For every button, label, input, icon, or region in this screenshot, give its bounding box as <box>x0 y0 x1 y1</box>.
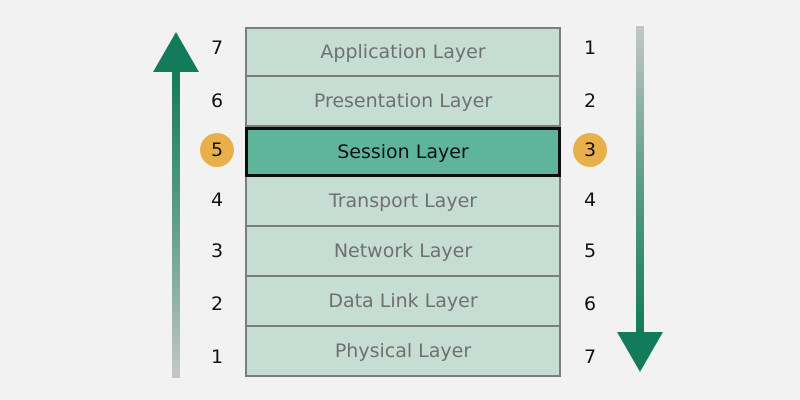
layer-network-layer: Network Layer <box>245 227 561 277</box>
right-number-badge: 3 <box>573 133 607 167</box>
right-number: 7 <box>583 346 597 368</box>
right-number: 1 <box>583 37 597 59</box>
right-number: 5 <box>583 240 597 262</box>
right-number: 2 <box>583 90 597 112</box>
left-number: 1 <box>210 346 224 368</box>
arrow-down-icon <box>617 26 663 372</box>
right-number: 6 <box>583 293 597 315</box>
left-number: 7 <box>210 37 224 59</box>
layer-session-layer: Session Layer <box>245 127 561 177</box>
right-number: 4 <box>583 189 597 211</box>
layer-transport-layer: Transport Layer <box>245 177 561 227</box>
left-number-badge: 5 <box>200 133 234 167</box>
layer-data-link-layer: Data Link Layer <box>245 277 561 327</box>
layer-presentation-layer: Presentation Layer <box>245 77 561 127</box>
left-number: 6 <box>210 90 224 112</box>
arrow-up-icon <box>153 32 199 378</box>
left-number: 3 <box>210 240 224 262</box>
left-number: 4 <box>210 189 224 211</box>
layer-physical-layer: Physical Layer <box>245 327 561 377</box>
layer-application-layer: Application Layer <box>245 27 561 77</box>
left-number: 2 <box>210 293 224 315</box>
